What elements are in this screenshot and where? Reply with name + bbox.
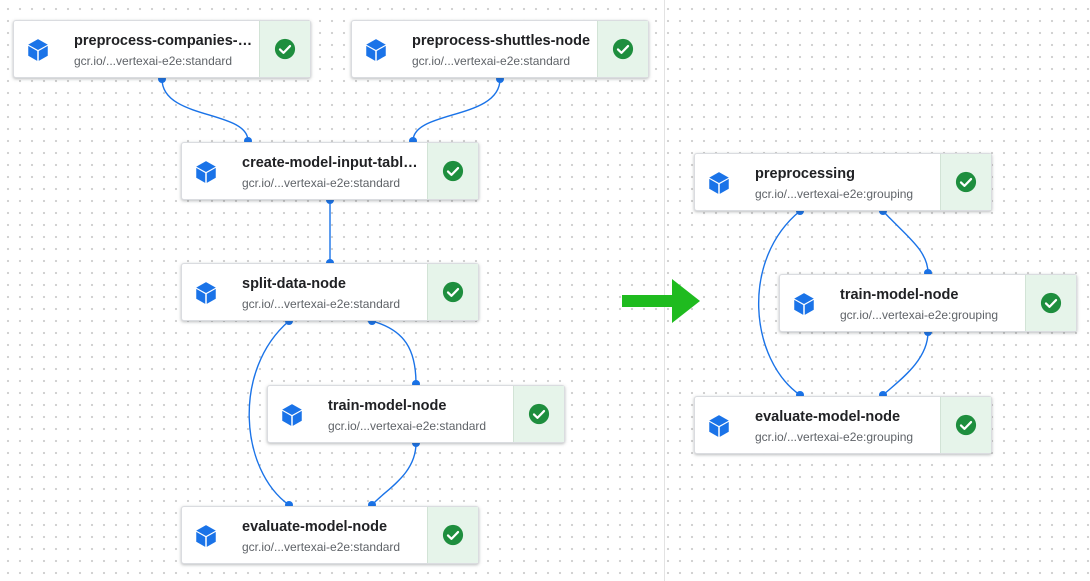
pipeline-node-preprocess-shuttles[interactable]: preprocess-shuttles-node gcr.io/...verte… bbox=[351, 20, 649, 78]
pipeline-node-train-model[interactable]: train-model-node gcr.io/...vertexai-e2e:… bbox=[267, 385, 565, 443]
node-image: gcr.io/...vertexai-e2e:grouping bbox=[755, 430, 914, 444]
pipeline-node-train-model-right[interactable]: train-model-node gcr.io/...vertexai-e2e:… bbox=[779, 274, 1077, 332]
edge-preprocessing-to-train-model bbox=[882, 210, 929, 274]
edge-preprocessing-to-evaluate-model bbox=[758, 210, 801, 396]
node-status bbox=[427, 143, 478, 199]
cube-icon bbox=[794, 293, 814, 315]
node-image: gcr.io/...vertexai-e2e:standard bbox=[74, 54, 233, 68]
node-image: gcr.io/...vertexai-e2e:grouping bbox=[755, 187, 914, 201]
node-image: gcr.io/...vertexai-e2e:standard bbox=[242, 176, 401, 190]
node-status bbox=[1025, 275, 1076, 331]
node-status bbox=[597, 21, 648, 77]
node-title: train-model-node bbox=[328, 398, 447, 414]
cube-icon bbox=[28, 39, 48, 61]
check-circle-icon bbox=[1040, 292, 1062, 314]
cube-icon bbox=[366, 39, 386, 61]
right-arrow-icon bbox=[622, 279, 700, 323]
node-title: split-data-node bbox=[242, 276, 346, 292]
cube-icon bbox=[196, 161, 216, 183]
edge-preprocess-shuttles-to-create-model-input bbox=[412, 78, 501, 142]
check-circle-icon bbox=[955, 414, 977, 436]
node-status bbox=[427, 507, 478, 563]
node-image: gcr.io/...vertexai-e2e:standard bbox=[242, 297, 401, 311]
cube-icon bbox=[196, 525, 216, 547]
check-circle-icon bbox=[528, 403, 550, 425]
node-status bbox=[513, 386, 564, 442]
check-circle-icon bbox=[442, 281, 464, 303]
edge-preprocess-companies-to-create-model-input bbox=[161, 78, 249, 142]
node-title: train-model-node bbox=[840, 287, 959, 303]
node-status bbox=[940, 397, 991, 453]
node-title: evaluate-model-node bbox=[242, 519, 388, 535]
edge-split-data-to-evaluate-model bbox=[248, 320, 290, 506]
node-title: create-model-input-table... bbox=[242, 155, 422, 171]
node-status bbox=[259, 21, 310, 77]
check-circle-icon bbox=[274, 38, 296, 60]
check-circle-icon bbox=[955, 171, 977, 193]
node-image: gcr.io/...vertexai-e2e:standard bbox=[242, 540, 401, 554]
pipeline-node-split-data[interactable]: split-data-node gcr.io/...vertexai-e2e:s… bbox=[181, 263, 479, 321]
pipeline-node-evaluate-model-right[interactable]: evaluate-model-node gcr.io/...vertexai-e… bbox=[694, 396, 992, 454]
node-title: evaluate-model-node bbox=[755, 409, 901, 425]
panel-divider bbox=[664, 0, 665, 581]
edge-train-model-to-evaluate-model-right bbox=[882, 331, 929, 396]
check-circle-icon bbox=[442, 524, 464, 546]
pipeline-node-preprocess-companies[interactable]: preprocess-companies-n... gcr.io/...vert… bbox=[13, 20, 311, 78]
edge-split-data-to-train-model bbox=[371, 320, 417, 385]
cube-icon bbox=[196, 282, 216, 304]
node-image: gcr.io/...vertexai-e2e:grouping bbox=[840, 308, 999, 322]
node-image: gcr.io/...vertexai-e2e:standard bbox=[328, 419, 487, 433]
pipeline-node-evaluate-model[interactable]: evaluate-model-node gcr.io/...vertexai-e… bbox=[181, 506, 479, 564]
check-circle-icon bbox=[442, 160, 464, 182]
node-title: preprocess-shuttles-node bbox=[412, 33, 591, 49]
node-image: gcr.io/...vertexai-e2e:standard bbox=[412, 54, 571, 68]
node-title: preprocess-companies-n... bbox=[74, 33, 254, 49]
pipeline-node-create-model-input-table[interactable]: create-model-input-table... gcr.io/...ve… bbox=[181, 142, 479, 200]
edge-train-model-to-evaluate-model bbox=[371, 442, 417, 506]
cube-icon bbox=[709, 172, 729, 194]
pipeline-node-preprocessing[interactable]: preprocessing gcr.io/...vertexai-e2e:gro… bbox=[694, 153, 992, 211]
node-title: preprocessing bbox=[755, 166, 855, 182]
check-circle-icon bbox=[612, 38, 634, 60]
cube-icon bbox=[709, 415, 729, 437]
node-status bbox=[940, 154, 991, 210]
node-status bbox=[427, 264, 478, 320]
cube-icon bbox=[282, 404, 302, 426]
